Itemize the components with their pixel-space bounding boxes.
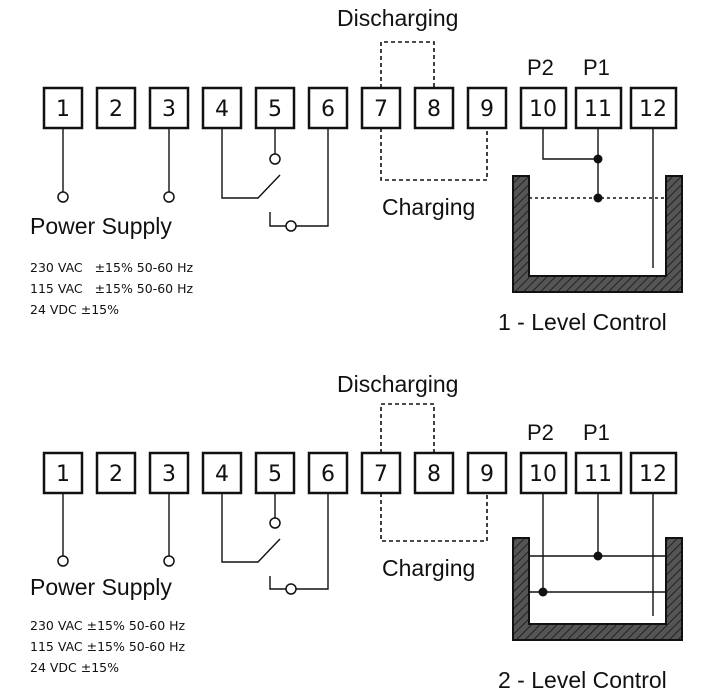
terminal-12-number: 12 (639, 97, 667, 122)
terminal-9-number: 9 (480, 462, 494, 487)
diagram-1: Discharging P2 P1 1 2 3 4 5 6 7 8 9 (30, 5, 683, 335)
terminal-8-number: 8 (427, 97, 441, 122)
terminal-3 (148, 451, 190, 495)
terminal-2 (95, 86, 137, 130)
terminal-6-number: 6 (321, 97, 335, 122)
terminal-strip: 1 2 3 4 5 6 7 8 9 10 11 12 (42, 451, 678, 495)
terminal-9-number: 9 (480, 97, 494, 122)
terminal-8-number: 8 (427, 462, 441, 487)
power-terminal-1-icon (57, 191, 69, 203)
charging-jumper (380, 128, 488, 181)
terminal-1-number: 1 (56, 462, 70, 487)
spec-line-1: 230 VAC ±15% 50-60 Hz (30, 260, 193, 275)
terminal-1-number: 1 (56, 97, 70, 122)
power-supply-label: Power Supply (30, 574, 172, 600)
terminal-5-number: 5 (268, 462, 282, 487)
power-terminal-1-icon (57, 555, 69, 567)
charging-label: Charging (382, 555, 475, 581)
spec-line-1: 230 VAC ±15% 50-60 Hz (30, 618, 186, 633)
terminal-4 (201, 451, 243, 495)
terminal-3-number: 3 (162, 97, 176, 122)
terminal-12-number: 12 (639, 462, 667, 487)
probe-p2-junction-dot (538, 587, 548, 597)
terminal-2-number: 2 (109, 97, 123, 122)
charging-jumper (380, 493, 488, 542)
probe-p2-label: P2 (527, 420, 554, 445)
terminal-4-number: 4 (215, 462, 229, 487)
terminal-strip: 1 2 3 4 5 6 7 8 9 10 11 12 (42, 86, 678, 130)
discharging-label: Discharging (337, 5, 458, 31)
terminal-11-number: 11 (584, 97, 612, 122)
probe-p1-junction-dot (593, 551, 603, 561)
terminal-4-number: 4 (215, 97, 229, 122)
terminal-3-number: 3 (162, 462, 176, 487)
terminal-11 (574, 451, 623, 495)
terminal-9 (466, 451, 508, 495)
diagram-title: 2 - Level Control (498, 667, 667, 693)
probe-p2-label: P2 (527, 55, 554, 80)
relay-contact-icon (221, 493, 329, 595)
terminal-10-number: 10 (529, 462, 557, 487)
terminal-2 (95, 451, 137, 495)
spec-line-2: 115 VAC ±15% 50-60 Hz (30, 281, 193, 296)
probe-p1-label: P1 (583, 420, 610, 445)
spec-line-2: 115 VAC ±15% 50-60 Hz (30, 639, 186, 654)
terminal-10-number: 10 (529, 97, 557, 122)
terminal-7-number: 7 (374, 462, 388, 487)
spec-line-3: 24 VDC ±15% (30, 660, 119, 675)
discharging-jumper (380, 403, 435, 453)
terminal-4 (201, 86, 243, 130)
charging-label: Charging (382, 194, 475, 220)
terminal-6-number: 6 (321, 462, 335, 487)
spec-line-3: 24 VDC ±15% (30, 302, 119, 317)
junction-dot (593, 154, 603, 164)
discharging-jumper (380, 41, 435, 88)
tank-icon (512, 537, 683, 641)
diagram-title: 1 - Level Control (498, 309, 667, 335)
terminal-6 (307, 86, 349, 130)
terminal-8 (413, 86, 455, 130)
power-terminal-3-icon (163, 191, 175, 203)
relay-contact-icon (221, 128, 329, 232)
power-terminal-3-icon (163, 555, 175, 567)
probe-p1-label: P1 (583, 55, 610, 80)
terminal-2-number: 2 (109, 462, 123, 487)
discharging-label: Discharging (337, 371, 458, 397)
terminal-10 (519, 86, 568, 130)
terminal-6 (307, 451, 349, 495)
power-supply-label: Power Supply (30, 213, 172, 239)
terminal-5-number: 5 (268, 97, 282, 122)
terminal-8 (413, 451, 455, 495)
terminal-1 (42, 451, 84, 495)
terminal-7-number: 7 (374, 97, 388, 122)
terminal-11-number: 11 (584, 462, 612, 487)
tank-icon (512, 175, 683, 293)
diagram-2: Discharging P2 P1 1 2 3 4 5 6 7 8 9 10 (30, 371, 683, 693)
wire-10 (542, 128, 598, 160)
probe-tip-dot (593, 193, 603, 203)
terminal-9 (466, 86, 508, 130)
